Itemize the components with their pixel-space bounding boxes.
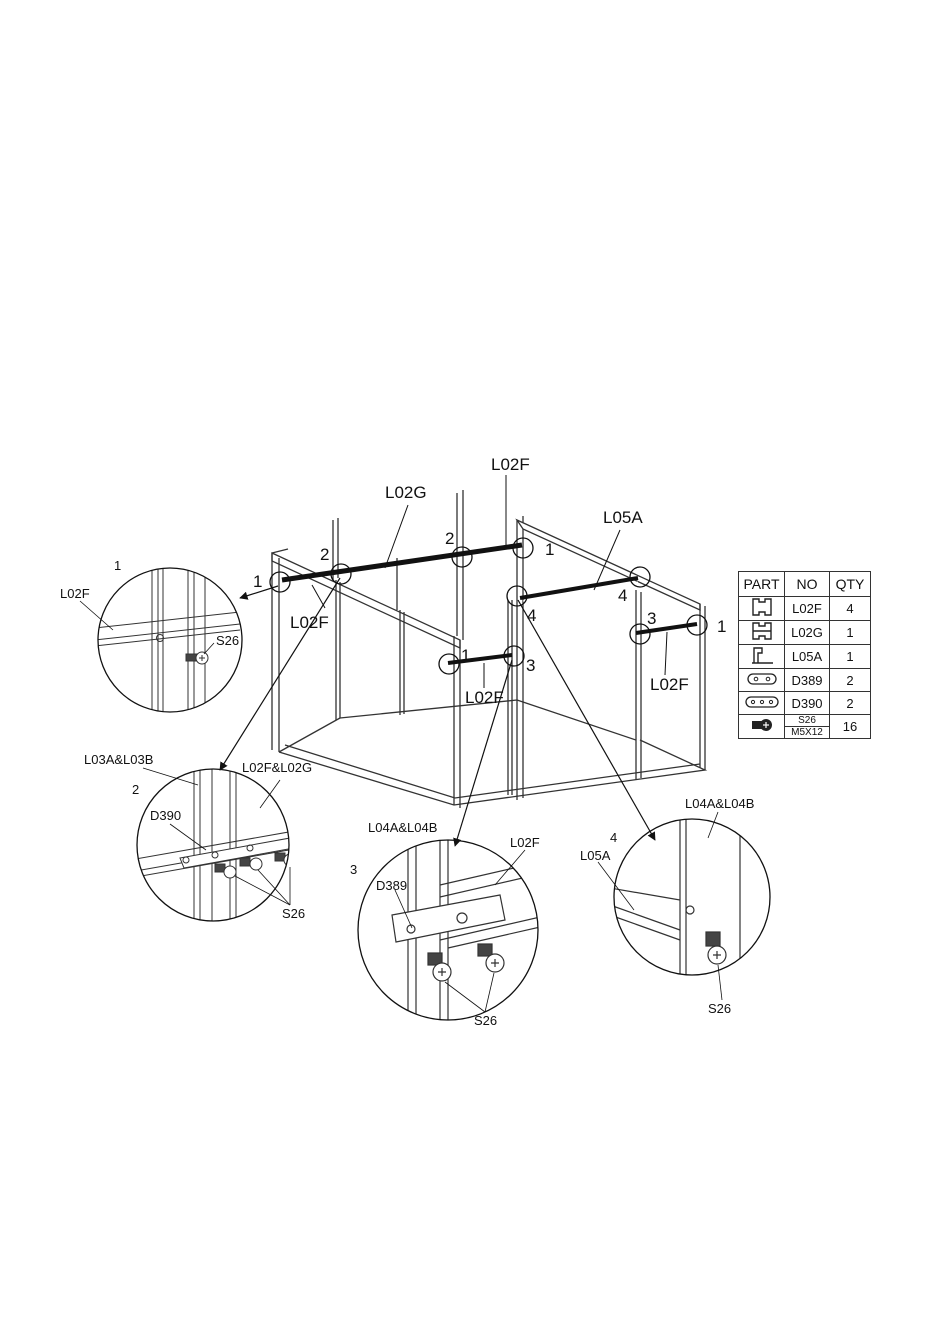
- table-row: L02F 4: [739, 597, 871, 621]
- part-no: S26: [785, 715, 829, 727]
- detail-1-screw: S26: [216, 633, 239, 648]
- label-n1-top: 1: [545, 540, 554, 559]
- detail-1-num: 1: [114, 558, 121, 573]
- label-top-l02f: L02F: [491, 455, 530, 474]
- detail-4: L04A&L04B 4 L05A S26: [580, 796, 770, 1016]
- label-n4-post: 4: [527, 606, 536, 625]
- detail-4-bar: L05A: [580, 848, 611, 863]
- table-row: L05A 1: [739, 645, 871, 669]
- label-mid-l02f: L02F: [465, 688, 504, 707]
- screw-icon: [739, 715, 785, 739]
- angle-profile-icon: [739, 645, 785, 669]
- detail-2-plate: D390: [150, 808, 181, 823]
- detail-1-part: L02F: [60, 586, 90, 601]
- label-n1-left: 1: [253, 572, 262, 591]
- three-hole-plate-icon: [739, 692, 785, 715]
- detail-arrows: [220, 578, 655, 846]
- detail-4-screw: S26: [708, 1001, 731, 1016]
- part-qty: 16: [830, 715, 871, 739]
- part-no: D389: [785, 669, 830, 692]
- roof-bars: [282, 545, 697, 663]
- detail-2-screw: S26: [282, 906, 305, 921]
- label-n3-front: 3: [526, 656, 535, 675]
- part-qty: 1: [830, 621, 871, 645]
- label-n1-front: 1: [461, 646, 470, 665]
- part-spec: M5X12: [785, 727, 829, 738]
- part-no: L02F: [785, 597, 830, 621]
- label-front-l02f: L02F: [290, 613, 329, 632]
- part-qty: 1: [830, 645, 871, 669]
- two-hole-plate-icon: [739, 669, 785, 692]
- detail-3-num: 3: [350, 862, 357, 877]
- parts-table-header: PART NO QTY: [739, 572, 871, 597]
- part-qty: 2: [830, 669, 871, 692]
- label-n1-right: 1: [717, 617, 726, 636]
- part-no: L02G: [785, 621, 830, 645]
- label-n3-right: 3: [647, 609, 656, 628]
- detail-1: 1 L02F S26: [60, 558, 242, 720]
- part-qty: 4: [830, 597, 871, 621]
- header-no: NO: [785, 572, 830, 597]
- detail-4-num: 4: [610, 830, 617, 845]
- label-n2-mid: 2: [445, 529, 454, 548]
- part-no-screw: S26 M5X12: [785, 715, 830, 739]
- table-row: L02G 1: [739, 621, 871, 645]
- detail-2-num: 2: [132, 782, 139, 797]
- bar-profile-g-icon: [739, 621, 785, 645]
- part-no: D390: [785, 692, 830, 715]
- header-qty: QTY: [830, 572, 871, 597]
- detail-2: L03A&L03B L02F&L02G 2 D390 S26: [84, 752, 312, 930]
- header-part: PART: [739, 572, 785, 597]
- detail-3-screw: S26: [474, 1013, 497, 1028]
- part-qty: 2: [830, 692, 871, 715]
- detail-3-post: L04A&L04B: [368, 820, 437, 835]
- label-right-l02f: L02F: [650, 675, 689, 694]
- detail-3-bar: L02F: [510, 835, 540, 850]
- detail-2-bar: L02F&L02G: [242, 760, 312, 775]
- table-row: S26 M5X12 16: [739, 715, 871, 739]
- detail-3-plate: D389: [376, 878, 407, 893]
- label-n2-left: 2: [320, 545, 329, 564]
- table-row: D390 2: [739, 692, 871, 715]
- detail-4-post: L04A&L04B: [685, 796, 754, 811]
- detail-3: L04A&L04B L02F 3 D389 S26: [350, 820, 540, 1030]
- frame-structure: [272, 490, 705, 808]
- part-no: L05A: [785, 645, 830, 669]
- bar-profile-f-icon: [739, 597, 785, 621]
- detail-2-post: L03A&L03B: [84, 752, 153, 767]
- table-row: D389 2: [739, 669, 871, 692]
- label-n4-right: 4: [618, 586, 627, 605]
- label-top-l02g: L02G: [385, 483, 427, 502]
- label-top-l05a: L05A: [603, 508, 643, 527]
- parts-table: PART NO QTY L02F 4 L02G 1 L05A 1 D389 2 …: [738, 571, 871, 739]
